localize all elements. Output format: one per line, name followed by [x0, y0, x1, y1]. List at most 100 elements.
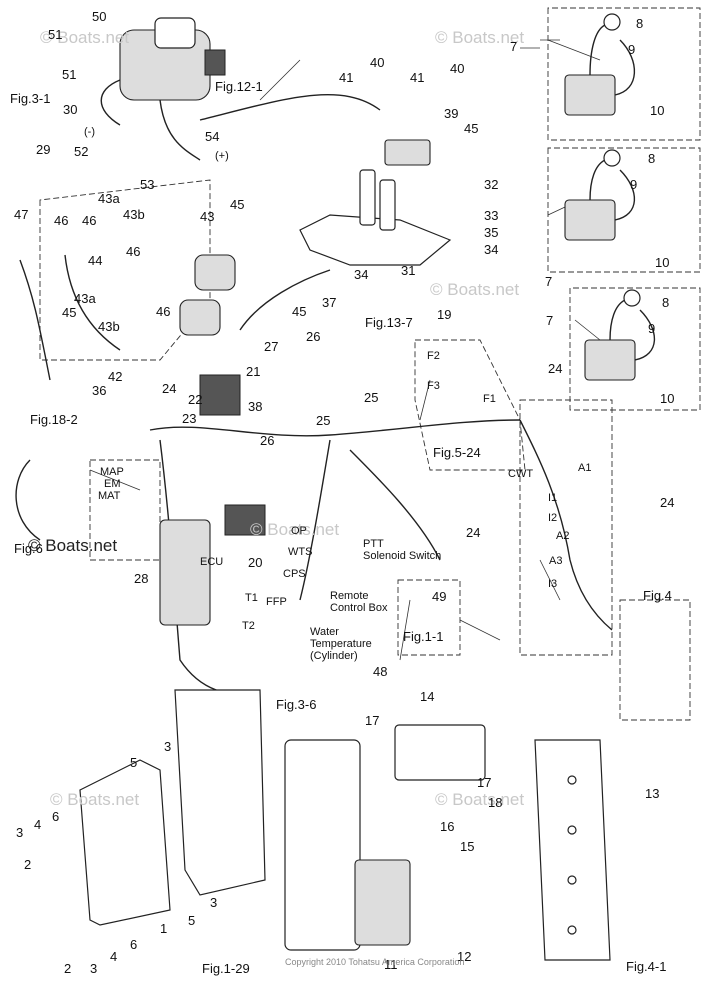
- part-number[interactable]: 9: [630, 177, 638, 192]
- part-number[interactable]: 8: [662, 295, 670, 310]
- part-number[interactable]: 17: [477, 775, 492, 790]
- part-number[interactable]: 45: [230, 197, 245, 212]
- part-number[interactable]: 2: [64, 961, 72, 976]
- part-number[interactable]: 25: [316, 413, 331, 428]
- part-number[interactable]: 24: [466, 525, 481, 540]
- part-number[interactable]: 53: [140, 177, 155, 192]
- part-number[interactable]: 3: [210, 895, 218, 910]
- part-number[interactable]: 24: [660, 495, 675, 510]
- fig-ref[interactable]: Fig.18-2: [30, 412, 78, 427]
- part-number[interactable]: 45: [292, 304, 307, 319]
- part-number[interactable]: 36: [92, 383, 107, 398]
- part-number[interactable]: 51: [62, 67, 77, 82]
- part-number[interactable]: 19: [437, 307, 452, 322]
- part-number[interactable]: 45: [62, 305, 77, 320]
- part-number[interactable]: 15: [460, 839, 475, 854]
- part-number[interactable]: 9: [648, 321, 656, 336]
- part-number[interactable]: 40: [450, 61, 465, 76]
- part-number[interactable]: 10: [650, 103, 665, 118]
- part-number[interactable]: 29: [36, 142, 51, 157]
- fig-ref[interactable]: Fig.5-24: [433, 445, 481, 460]
- fig-ref[interactable]: Fig.3-1: [10, 91, 51, 106]
- part-number[interactable]: 22: [188, 392, 203, 407]
- part-number[interactable]: 46: [54, 213, 69, 228]
- fig-ref[interactable]: Fig.3-6: [276, 697, 317, 712]
- part-number[interactable]: 16: [440, 819, 455, 834]
- part-number[interactable]: 47: [14, 207, 29, 222]
- fig-ref[interactable]: Fig.1-29: [202, 961, 250, 976]
- part-number[interactable]: 3: [164, 739, 172, 754]
- part-number[interactable]: 21: [246, 364, 261, 379]
- part-number[interactable]: 12: [457, 949, 472, 964]
- part-number[interactable]: 41: [339, 70, 354, 85]
- part-number[interactable]: 45: [464, 121, 479, 136]
- part-number[interactable]: 13: [645, 786, 660, 801]
- part-number[interactable]: 3: [90, 961, 98, 976]
- part-number[interactable]: 37: [322, 295, 337, 310]
- part-number[interactable]: 51: [48, 27, 63, 42]
- part-number[interactable]: 4: [34, 817, 42, 832]
- fig-ref[interactable]: Fig.6: [14, 541, 43, 556]
- part-number[interactable]: 33: [484, 208, 499, 223]
- part-number[interactable]: 28: [134, 571, 149, 586]
- part-number[interactable]: 50: [92, 9, 107, 24]
- part-number[interactable]: 2: [24, 857, 32, 872]
- part-number[interactable]: 10: [655, 255, 670, 270]
- fig-ref[interactable]: Fig.1-1: [403, 629, 444, 644]
- part-number[interactable]: 3: [16, 825, 24, 840]
- part-number[interactable]: 52: [74, 144, 89, 159]
- part-number[interactable]: 26: [306, 329, 321, 344]
- part-number[interactable]: 35: [484, 225, 499, 240]
- fig-ref[interactable]: Fig.13-7: [365, 315, 413, 330]
- fig-ref[interactable]: Fig.12-1: [215, 79, 263, 94]
- part-number[interactable]: 18: [488, 795, 503, 810]
- part-number[interactable]: 34: [484, 242, 499, 257]
- part-number[interactable]: 7: [545, 274, 553, 289]
- part-number[interactable]: 43b: [123, 207, 145, 222]
- part-number[interactable]: 27: [264, 339, 279, 354]
- part-number[interactable]: 5: [188, 913, 196, 928]
- part-number[interactable]: 9: [628, 42, 636, 57]
- part-number[interactable]: 30: [63, 102, 78, 117]
- part-number[interactable]: 48: [373, 664, 388, 679]
- part-number[interactable]: 34: [354, 267, 369, 282]
- part-number[interactable]: 42: [108, 369, 123, 384]
- fig-ref[interactable]: Fig.4-1: [626, 959, 667, 974]
- part-number[interactable]: 41: [410, 70, 425, 85]
- part-number[interactable]: 46: [156, 304, 171, 319]
- part-number[interactable]: 10: [660, 391, 675, 406]
- part-number[interactable]: 26: [260, 433, 275, 448]
- part-number[interactable]: 8: [636, 16, 644, 31]
- part-number[interactable]: 44: [88, 253, 103, 268]
- fig-ref[interactable]: Fig.4: [643, 588, 672, 603]
- part-number[interactable]: 49: [432, 589, 447, 604]
- part-number[interactable]: 43b: [98, 319, 120, 334]
- part-number[interactable]: 6: [52, 809, 60, 824]
- part-number[interactable]: 20: [248, 555, 263, 570]
- part-number[interactable]: 4: [110, 949, 118, 964]
- part-number[interactable]: 23: [182, 411, 197, 426]
- part-number[interactable]: 31: [401, 263, 416, 278]
- part-number[interactable]: 24: [548, 361, 563, 376]
- part-number[interactable]: 40: [370, 55, 385, 70]
- part-number[interactable]: 32: [484, 177, 499, 192]
- part-number[interactable]: 1: [160, 921, 168, 936]
- part-number[interactable]: 43: [200, 209, 215, 224]
- part-number[interactable]: 43a: [74, 291, 96, 306]
- part-number[interactable]: 39: [444, 106, 459, 121]
- part-number[interactable]: 11: [384, 957, 398, 972]
- part-number[interactable]: 8: [648, 151, 656, 166]
- part-number[interactable]: 24: [162, 381, 177, 396]
- part-number[interactable]: 43a: [98, 191, 120, 206]
- part-number[interactable]: 17: [365, 713, 380, 728]
- part-number[interactable]: 46: [126, 244, 141, 259]
- part-number[interactable]: 5: [130, 755, 138, 770]
- part-number[interactable]: 14: [420, 689, 435, 704]
- part-number[interactable]: 46: [82, 213, 97, 228]
- part-number[interactable]: 25: [364, 390, 379, 405]
- part-number[interactable]: 7: [546, 313, 554, 328]
- part-number[interactable]: 54: [205, 129, 220, 144]
- part-number[interactable]: 7: [510, 39, 518, 54]
- part-number[interactable]: 38: [248, 399, 263, 414]
- part-number[interactable]: 6: [130, 937, 138, 952]
